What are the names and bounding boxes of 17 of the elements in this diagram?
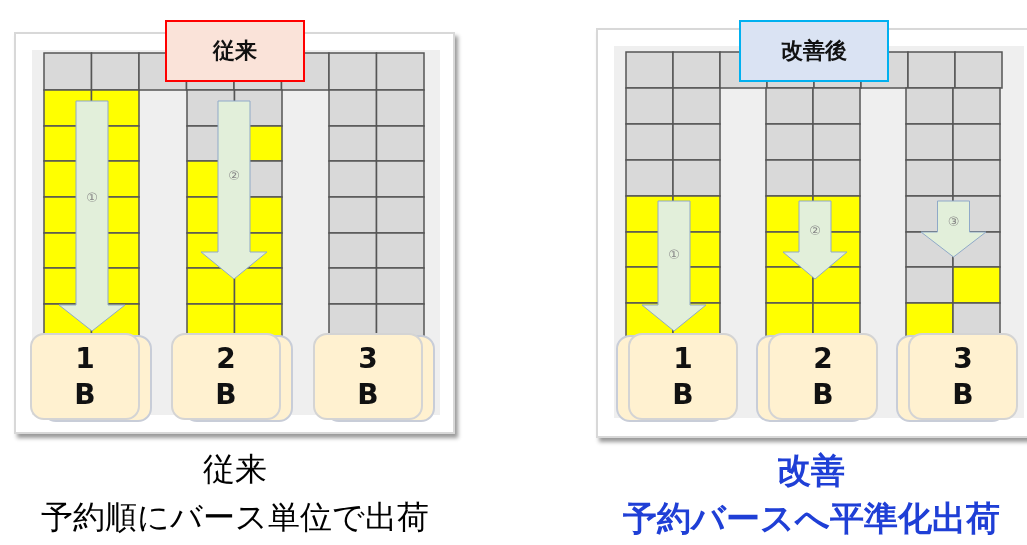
block-arrow: ①: [641, 200, 707, 332]
block-arrow: ②: [782, 200, 848, 280]
caption-text: 予約バースへ平準化出荷: [622, 497, 1001, 540]
title-box: 改善後: [739, 20, 889, 82]
caption-text: 従来: [202, 449, 268, 490]
caption-text: 予約順にバース単位で出荷: [40, 497, 430, 538]
bay-box: 1 B: [628, 333, 738, 420]
bay-box: 1 B: [30, 333, 140, 420]
caption-text: 改善: [776, 449, 846, 492]
bay-box: 3 B: [313, 333, 423, 420]
bay-box: 3 B: [908, 333, 1018, 420]
title-box: 従来: [165, 20, 305, 82]
bay-box: 2 B: [768, 333, 878, 420]
block-arrow: ③: [920, 200, 987, 258]
block-arrow: ②: [200, 100, 268, 280]
block-arrow: ①: [58, 100, 126, 332]
bay-box: 2 B: [171, 333, 281, 420]
